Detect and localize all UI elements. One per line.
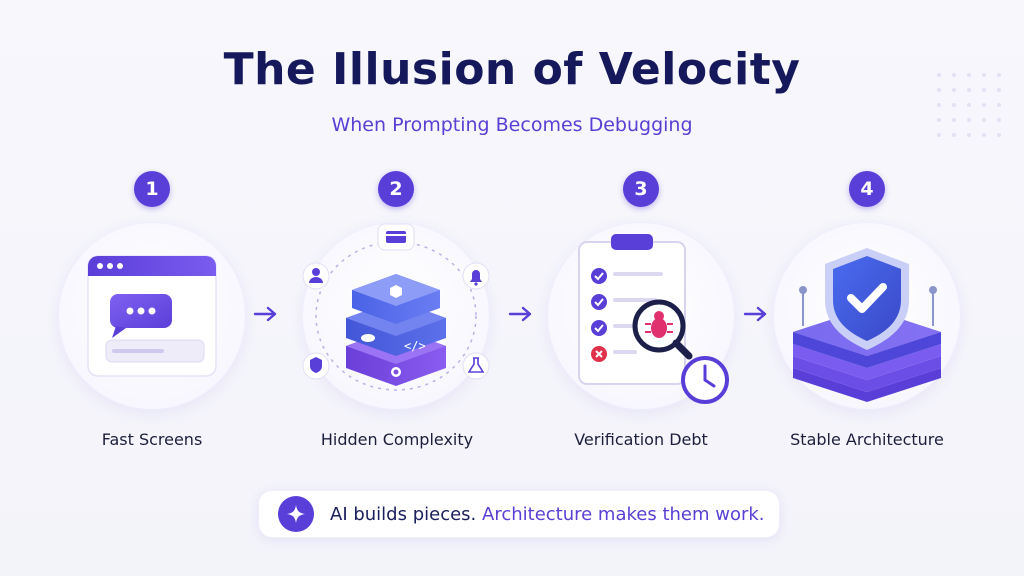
step-4-illustration: [773, 222, 961, 410]
step-2-label: Hidden Complexity: [320, 430, 474, 449]
shield-stack-icon: [793, 248, 941, 402]
clipboard-bug-icon: [578, 234, 729, 404]
step-2-number: 2: [378, 171, 414, 207]
arrow-right-icon: [508, 306, 532, 322]
dot-grid-decoration: [937, 73, 1001, 137]
takeaway-plain: AI builds pieces.: [330, 503, 477, 525]
arrow-right-icon: [253, 306, 277, 322]
step-3-label: Verification Debt: [574, 430, 708, 449]
step-1-number: 1: [134, 171, 170, 207]
page-title: The Illusion of Velocity: [223, 44, 801, 95]
takeaway-banner: AI builds pieces. Architecture makes the…: [258, 490, 780, 538]
sparkle-icon: [278, 496, 314, 532]
step-3-number: 3: [623, 171, 659, 207]
step-4-number: 4: [849, 171, 885, 207]
step-3-illustration: [547, 222, 735, 410]
arrow-right-icon: [743, 306, 767, 322]
layered-stack-icon: </>: [302, 223, 490, 391]
page-subtitle: When Prompting Becomes Debugging: [331, 114, 693, 136]
step-1-illustration: [58, 222, 246, 410]
step-2-illustration: </>: [302, 222, 490, 410]
step-1-label: Fast Screens: [101, 430, 203, 449]
svg-text:</>: </>: [404, 339, 426, 353]
takeaway-text: AI builds pieces. Architecture makes the…: [330, 504, 765, 525]
step-4-label: Stable Architecture: [790, 430, 944, 449]
chat-window-icon: [87, 255, 217, 377]
takeaway-highlight: Architecture makes them work.: [482, 503, 765, 525]
